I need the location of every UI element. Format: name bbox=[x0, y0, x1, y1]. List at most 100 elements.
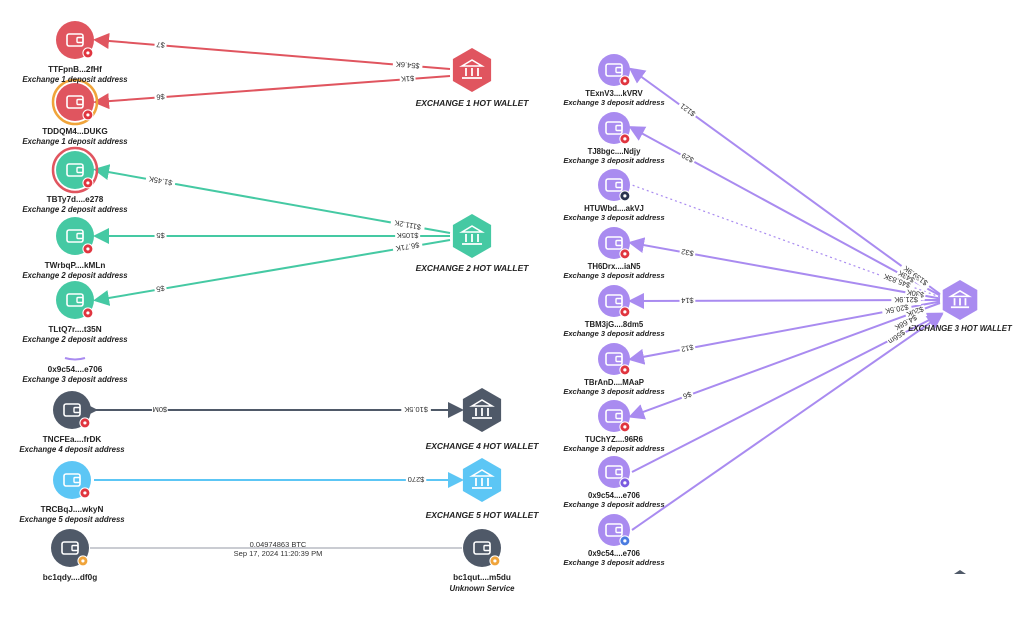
edge-label-right-near-5: $12 bbox=[680, 343, 694, 354]
edge-label-right-near-0-group: $121 bbox=[676, 101, 699, 121]
edge-ex3-to-right-0[interactable] bbox=[628, 67, 941, 295]
unknown-service-node[interactable] bbox=[463, 529, 501, 567]
wallet-node-left-6[interactable] bbox=[53, 391, 91, 429]
wallet-node-left-1[interactable] bbox=[51, 78, 99, 126]
wallet-icon bbox=[63, 473, 81, 487]
edge-label-right-near-4: $14 bbox=[681, 296, 694, 305]
edge-label-right-near-5-group: $12 bbox=[678, 343, 697, 356]
wallet-node-right-6[interactable] bbox=[598, 400, 631, 433]
chain-badge-icon bbox=[619, 306, 631, 318]
wallet-node-left-0[interactable] bbox=[56, 21, 94, 59]
wallet-icon bbox=[605, 294, 623, 308]
node-id-left-6: TNCFEa....frDK bbox=[43, 435, 102, 444]
wallet-node-right-1[interactable] bbox=[598, 112, 631, 145]
bank-icon bbox=[459, 59, 485, 79]
node-sub-right-6: Exchange 3 deposit address bbox=[563, 444, 664, 453]
exchange-1-hub[interactable] bbox=[452, 48, 492, 92]
edge-label-right-far-5: $20.5K bbox=[884, 302, 909, 315]
exchange-3-hub[interactable] bbox=[942, 280, 978, 320]
edge-label-near-3: $5 bbox=[156, 231, 164, 240]
node-sub-left-6: Exchange 4 deposit address bbox=[19, 445, 125, 454]
wallet-node-right-7[interactable] bbox=[598, 456, 631, 489]
wallet-icon bbox=[605, 465, 623, 479]
bank-icon bbox=[948, 289, 972, 309]
edge-label-far-1: $1K bbox=[401, 74, 415, 84]
wallet-icon bbox=[66, 163, 84, 177]
wallet-node-left-5[interactable] bbox=[64, 357, 86, 361]
node-highlight-ring bbox=[51, 146, 99, 194]
node-id-right-6: TUChYZ....96R6 bbox=[585, 435, 644, 444]
node-sub-right-2: Exchange 3 deposit address bbox=[563, 213, 664, 222]
node-id-right-1: TJ8bgc....Ndjy bbox=[588, 147, 642, 156]
edge-label-near-2: $1.45K bbox=[148, 174, 173, 187]
edge-ex1-to-TDDQM4[interactable] bbox=[93, 75, 451, 110]
wallet-icon bbox=[605, 409, 623, 423]
edge-right-8-to-ex3[interactable] bbox=[631, 313, 944, 531]
edge-label-near-3-group: $5 bbox=[154, 231, 167, 241]
chain-badge-icon bbox=[619, 133, 631, 145]
edge-label-far-5: $10.5K bbox=[404, 405, 428, 414]
node-sub-right-5: Exchange 3 deposit address bbox=[563, 387, 664, 396]
wallet-node-right-3[interactable] bbox=[598, 227, 631, 260]
edge-label-near-4: $5 bbox=[156, 284, 166, 294]
node-sub-right-7: Exchange 3 deposit address bbox=[563, 500, 664, 509]
node-id-left-3: TWrbqP....kMLn bbox=[45, 261, 106, 270]
hub-label-ex4: EXCHANGE 4 HOT WALLET bbox=[426, 441, 540, 451]
node-sub-left-5: Exchange 3 deposit address bbox=[22, 375, 128, 384]
wallet-node-left-4[interactable] bbox=[56, 281, 94, 319]
bank-icon bbox=[459, 225, 485, 245]
edge-label-right-near-6-group: $6 bbox=[680, 390, 695, 403]
node-id-unknown: bc1qut....m5du bbox=[453, 573, 511, 582]
wallet-node-left-2[interactable] bbox=[51, 146, 99, 194]
exchange-2-hub[interactable] bbox=[452, 214, 492, 258]
wallet-icon bbox=[66, 293, 84, 307]
chain-badge-icon bbox=[619, 190, 631, 202]
hub-label-ex5: EXCHANGE 5 HOT WALLET bbox=[426, 510, 540, 520]
edge-label-far-2-group: $111.2K bbox=[389, 218, 426, 234]
wallet-node-left-8[interactable] bbox=[51, 529, 89, 567]
wallet-node-right-2[interactable] bbox=[598, 169, 631, 202]
node-id-right-3: TH6Drx....iaN5 bbox=[588, 262, 642, 271]
edge-label-near-5: $0M bbox=[153, 405, 168, 414]
wallet-node-right-8[interactable] bbox=[598, 514, 631, 547]
edge-label-far-2: $111.2K bbox=[394, 218, 422, 232]
wallet-node-right-4[interactable] bbox=[598, 285, 631, 318]
edge-ex3-to-right-6[interactable] bbox=[628, 302, 941, 420]
edge-label-right-near-4-group: $14 bbox=[679, 296, 696, 306]
wallet-node-left-3[interactable] bbox=[56, 217, 94, 255]
partial-node-arc bbox=[64, 357, 86, 361]
hub-label-ex1: EXCHANGE 1 HOT WALLET bbox=[416, 98, 530, 108]
chain-badge-icon bbox=[619, 421, 631, 433]
wallet-icon bbox=[605, 236, 623, 250]
node-id-right-7: 0x9c54....e706 bbox=[588, 491, 641, 500]
chain-badge-icon bbox=[82, 177, 94, 189]
wallet-icon bbox=[63, 403, 81, 417]
node-id-left-0: TTFpnB...2fHf bbox=[48, 65, 102, 74]
edge-label-far-1-group: $1K bbox=[399, 74, 416, 85]
node-sub-left-0: Exchange 1 deposit address bbox=[22, 75, 128, 84]
wallet-icon bbox=[61, 541, 79, 555]
wallet-node-right-0[interactable] bbox=[598, 54, 631, 87]
chain-badge-icon bbox=[619, 248, 631, 260]
exchange-5-hub[interactable] bbox=[462, 458, 502, 502]
bitcoin-badge-icon bbox=[77, 555, 89, 567]
node-sub-left-3: Exchange 2 deposit address bbox=[22, 271, 128, 280]
chain-badge-icon bbox=[82, 243, 94, 255]
node-id-right-2: HTUWbd....akVJ bbox=[584, 204, 644, 213]
chain-badge-icon bbox=[619, 477, 631, 489]
exchange-4-hub[interactable] bbox=[462, 388, 502, 432]
wallet-icon bbox=[605, 352, 623, 366]
node-sub-right-0: Exchange 3 deposit address bbox=[563, 98, 664, 107]
node-id-left-2: TBTy7d....e278 bbox=[47, 195, 104, 204]
wallet-node-left-7[interactable] bbox=[53, 461, 91, 499]
wallet-icon bbox=[66, 229, 84, 243]
edge-label-right-near-3-group: $32 bbox=[678, 247, 696, 260]
chain-badge-icon bbox=[619, 75, 631, 87]
chain-badge-icon bbox=[82, 109, 94, 121]
edge-label-near-4-group: $5 bbox=[153, 284, 168, 296]
node-sub-right-1: Exchange 3 deposit address bbox=[563, 156, 664, 165]
edge-label-right-near-6: $6 bbox=[682, 390, 693, 401]
edge-label-right-near-1-group: $29 bbox=[678, 151, 697, 167]
wallet-node-right-5[interactable] bbox=[598, 343, 631, 376]
wallet-icon bbox=[66, 95, 84, 109]
